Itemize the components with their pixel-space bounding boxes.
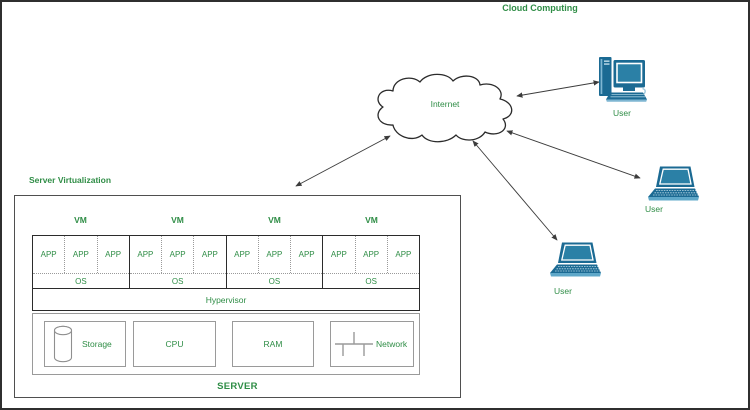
database-cylinder-icon xyxy=(53,325,73,363)
arrow-internet-laptop-user-2 xyxy=(472,140,558,241)
vm-label: VM xyxy=(268,215,281,225)
user-label: User xyxy=(554,286,572,296)
os-cell: OS xyxy=(226,273,323,288)
app-cell: APP xyxy=(130,236,162,273)
laptop-icon xyxy=(648,166,699,201)
internet-cloud: Internet xyxy=(372,73,518,143)
app-cell: APP xyxy=(201,250,218,259)
hardware-box-ram: RAM xyxy=(232,321,314,367)
hardware-box-network: Network xyxy=(330,321,414,367)
user-label: User xyxy=(645,204,663,214)
server-box: VM VM VM VM APP APP APP OS APP APP APP xyxy=(14,195,461,398)
app-cell: APP xyxy=(395,250,412,259)
user-label: User xyxy=(613,108,631,118)
arrow-internet-desktop-user xyxy=(516,80,600,98)
app-cell: APP xyxy=(227,236,259,273)
app-cell: APP xyxy=(323,236,356,273)
hypervisor-row: Hypervisor xyxy=(32,288,420,311)
vm-table: APP APP APP OS APP APP APP OS APP APP AP xyxy=(32,235,420,289)
os-cell: OS xyxy=(33,273,129,288)
vm-column: APP APP APP OS xyxy=(129,236,227,288)
os-cell: OS xyxy=(129,273,226,288)
network-bus-icon xyxy=(335,332,373,356)
app-cell: APP xyxy=(65,236,98,273)
app-cell: APP xyxy=(33,236,66,273)
app-cell: APP xyxy=(105,250,122,259)
app-cell: APP xyxy=(162,236,195,273)
vm-label: VM xyxy=(171,215,184,225)
server-virtualization-title: Server Virtualization xyxy=(29,175,112,185)
desktop-computer-icon xyxy=(599,57,647,102)
arrow-internet-laptop-user-1 xyxy=(506,130,641,179)
laptop-icon xyxy=(550,242,601,277)
hardware-label: CPU xyxy=(165,339,184,349)
vm-column: APP APP APP OS xyxy=(323,236,419,288)
app-cell: APP xyxy=(356,236,388,273)
hardware-label: Storage xyxy=(82,339,112,349)
cloud-outline-icon xyxy=(377,73,513,143)
os-cell: OS xyxy=(323,273,419,288)
hardware-box-cpu: CPU xyxy=(133,321,216,367)
app-cell: APP xyxy=(298,250,315,259)
vm-labels-row: VM VM VM VM xyxy=(32,215,420,225)
diagram-title: Cloud Computing xyxy=(502,3,578,13)
internet-label: Internet xyxy=(430,99,460,109)
hardware-box-storage: Storage xyxy=(44,321,126,367)
hardware-label: Network xyxy=(376,339,408,349)
hardware-label: RAM xyxy=(263,339,283,349)
vm-column: APP APP APP OS xyxy=(33,236,130,288)
arrow-server-internet xyxy=(295,135,391,187)
server-label: SERVER xyxy=(217,381,258,392)
vm-label: VM xyxy=(74,215,87,225)
app-cell: APP xyxy=(259,236,291,273)
vm-column: APP APP APP OS xyxy=(226,236,324,288)
vm-label: VM xyxy=(365,215,378,225)
hardware-container: Storage CPU RAM Network xyxy=(32,313,420,375)
